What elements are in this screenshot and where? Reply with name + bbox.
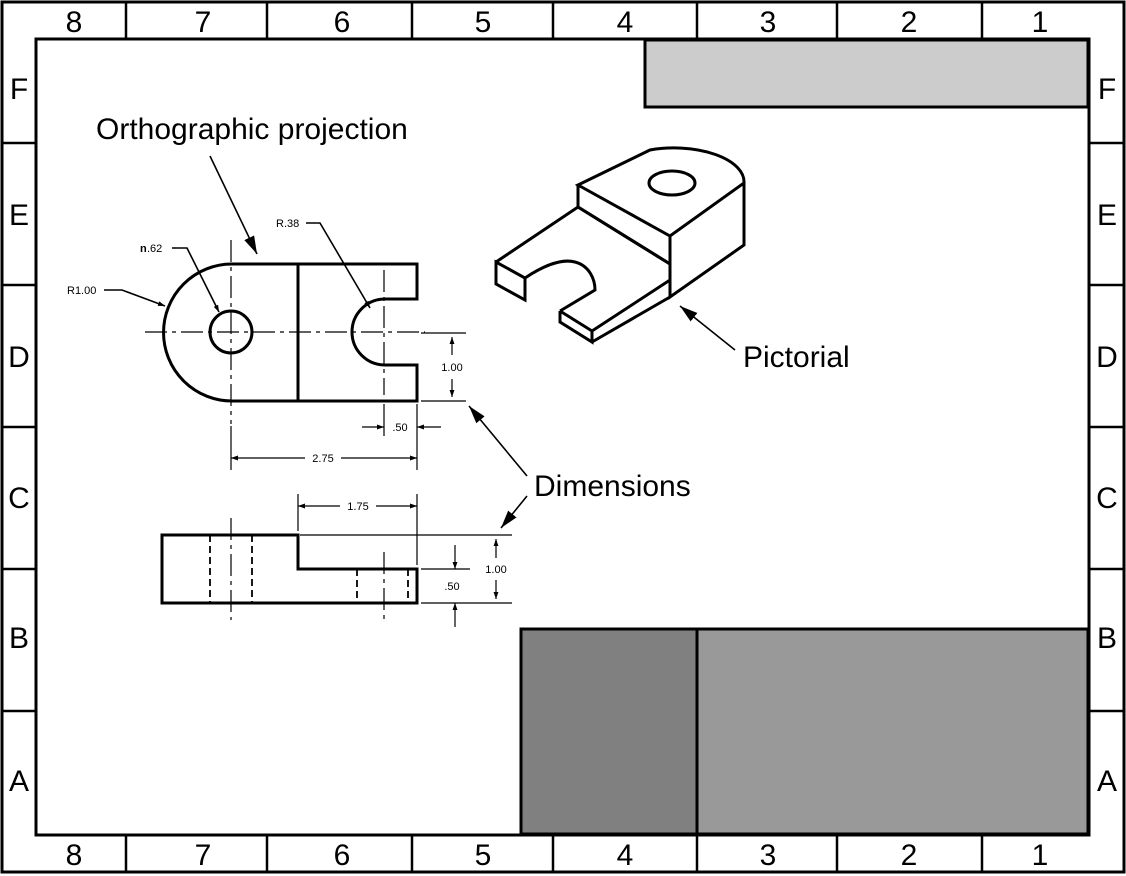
zone-col-label: 1 [1032,6,1049,39]
zone-col-label: 4 [617,839,634,872]
bottom-zone-labels: 8 7 6 5 4 3 2 1 [66,839,1049,872]
zone-col-label: 8 [66,6,83,39]
callout-pictorial: Pictorial [743,341,850,374]
front-view [160,518,419,620]
zone-col-label: 1 [1032,839,1049,872]
zone-row-label: D [1096,341,1118,374]
zone-row-label: A [1097,765,1117,798]
zone-col-label: 2 [901,6,918,39]
zone-row-label: C [1096,482,1118,515]
zone-col-label: 4 [617,6,634,39]
zone-row-label: C [8,482,30,515]
dim-step-height: .50 [444,581,459,593]
dim-side-height: 1.00 [485,564,506,576]
callout-dimensions: Dimensions [534,470,691,503]
dim-outer-radius: R1.00 [67,285,96,297]
zone-col-label: 8 [66,839,83,872]
dim-slot-offset: .50 [392,422,407,434]
zone-col-label: 6 [334,6,351,39]
dim-hole-dia-symbol: n [140,243,147,255]
zone-col-label: 7 [195,6,212,39]
dim-step-length: 1.75 [347,501,368,513]
zone-col-label: 3 [760,6,777,39]
zone-row-label: F [10,73,28,106]
zone-row-label: B [1097,622,1117,655]
title-block-left [519,627,699,836]
callouts: Orthographic projection Pictorial Dimens… [96,113,850,529]
front-view-dimensions: 1.75 1.00 .50 [297,494,512,627]
dim-overall-length: 2.75 [312,453,333,465]
top-view-dimensions: 1.00 .50 2.75 n .62 R1.00 R.38 [67,218,466,470]
title-block-right [695,627,1090,836]
zone-col-label: 2 [901,839,918,872]
left-zone-labels: F E D C B A [8,73,30,798]
zone-col-label: 5 [475,839,492,872]
zone-row-label: D [8,341,30,374]
dim-hole-diameter: .62 [147,243,162,255]
dim-front-height: 1.00 [441,362,462,374]
zone-row-label: A [9,765,29,798]
callout-orthographic: Orthographic projection [96,113,408,146]
top-zone-labels: 8 7 6 5 4 3 2 1 [66,6,1049,39]
dim-slot-radius: R.38 [276,218,299,230]
zone-row-label: F [1098,73,1116,106]
zone-row-label: B [9,622,29,655]
top-view [145,240,425,424]
zone-row-label: E [9,199,29,232]
right-zone-labels: F E D C B A [1096,73,1118,798]
zone-col-label: 7 [195,839,212,872]
revision-block [643,38,1090,109]
zone-col-label: 3 [760,839,777,872]
zone-col-label: 6 [334,839,351,872]
zone-row-label: E [1097,199,1117,232]
pictorial-view [494,146,746,345]
zone-col-label: 5 [475,6,492,39]
